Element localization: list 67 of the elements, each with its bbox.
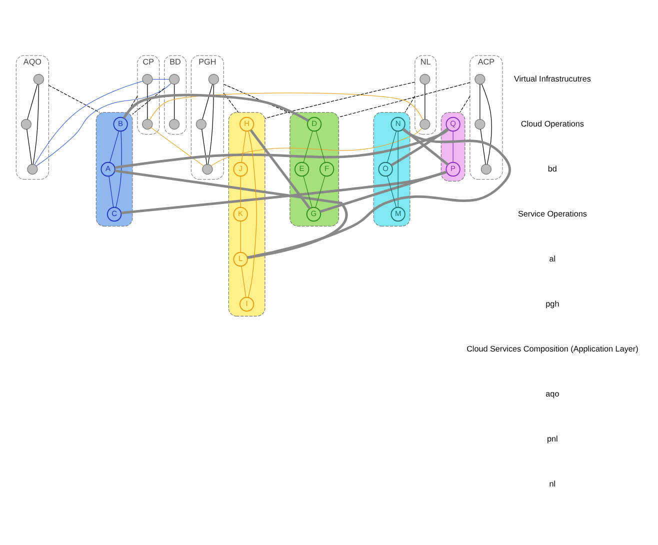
- node-circle: [169, 118, 180, 130]
- node-circle: [33, 73, 44, 84]
- connector: [424, 84, 426, 119]
- connector: [320, 170, 447, 212]
- connector: [303, 130, 313, 162]
- node-circle: [142, 118, 153, 130]
- connector: [26, 128, 32, 164]
- node-circle: [20, 118, 32, 130]
- connector: [114, 128, 450, 168]
- connector: [202, 83, 213, 120]
- connector: [264, 81, 416, 118]
- connector: [34, 80, 143, 164]
- node-circle: [196, 118, 206, 130]
- node-circle: [208, 73, 219, 84]
- connector: [116, 130, 122, 208]
- connector: [247, 128, 511, 258]
- connector: [480, 128, 486, 164]
- connector: [338, 82, 470, 117]
- connector: [32, 84, 39, 164]
- cluster: [228, 112, 266, 316]
- cluster: [373, 112, 410, 226]
- connector: [481, 83, 492, 164]
- connector: [48, 84, 100, 112]
- connector: [132, 88, 165, 114]
- connector: [202, 128, 208, 164]
- connector: [303, 175, 312, 208]
- connector: [452, 130, 454, 162]
- cluster: [440, 112, 466, 181]
- connector: [404, 95, 416, 112]
- connector: [108, 175, 114, 208]
- cluster: [96, 112, 133, 226]
- connector: [241, 130, 246, 162]
- node-circle: [420, 73, 430, 84]
- connector: [240, 175, 241, 208]
- connector: [223, 92, 239, 112]
- connector: [386, 175, 397, 208]
- node-circle: [420, 118, 430, 130]
- connector: [152, 78, 170, 80]
- connector: [315, 175, 326, 208]
- connector: [386, 130, 397, 162]
- connector: [147, 84, 148, 119]
- connector: [248, 130, 257, 298]
- connector: [150, 92, 424, 120]
- node-circle: [202, 163, 213, 174]
- connector: [402, 127, 449, 166]
- node-circle: [474, 118, 486, 130]
- connector: [174, 84, 175, 119]
- node-circle: [27, 163, 38, 174]
- connector: [150, 126, 204, 166]
- connector: [114, 169, 348, 258]
- node-circle: [142, 73, 153, 84]
- connector: [27, 83, 38, 120]
- node-circle: [474, 73, 486, 84]
- connector: [460, 95, 470, 112]
- node-circle: [169, 73, 180, 84]
- connector: [109, 130, 120, 162]
- connector: [241, 265, 246, 298]
- connector: [316, 130, 326, 162]
- connector: [210, 128, 422, 166]
- connector: [223, 83, 290, 113]
- connector: [121, 170, 447, 214]
- connector: [240, 220, 241, 252]
- connector: [36, 82, 172, 166]
- node-circle: [480, 163, 492, 174]
- connector: [390, 127, 449, 166]
- cluster: [290, 112, 339, 226]
- connector: [208, 84, 214, 164]
